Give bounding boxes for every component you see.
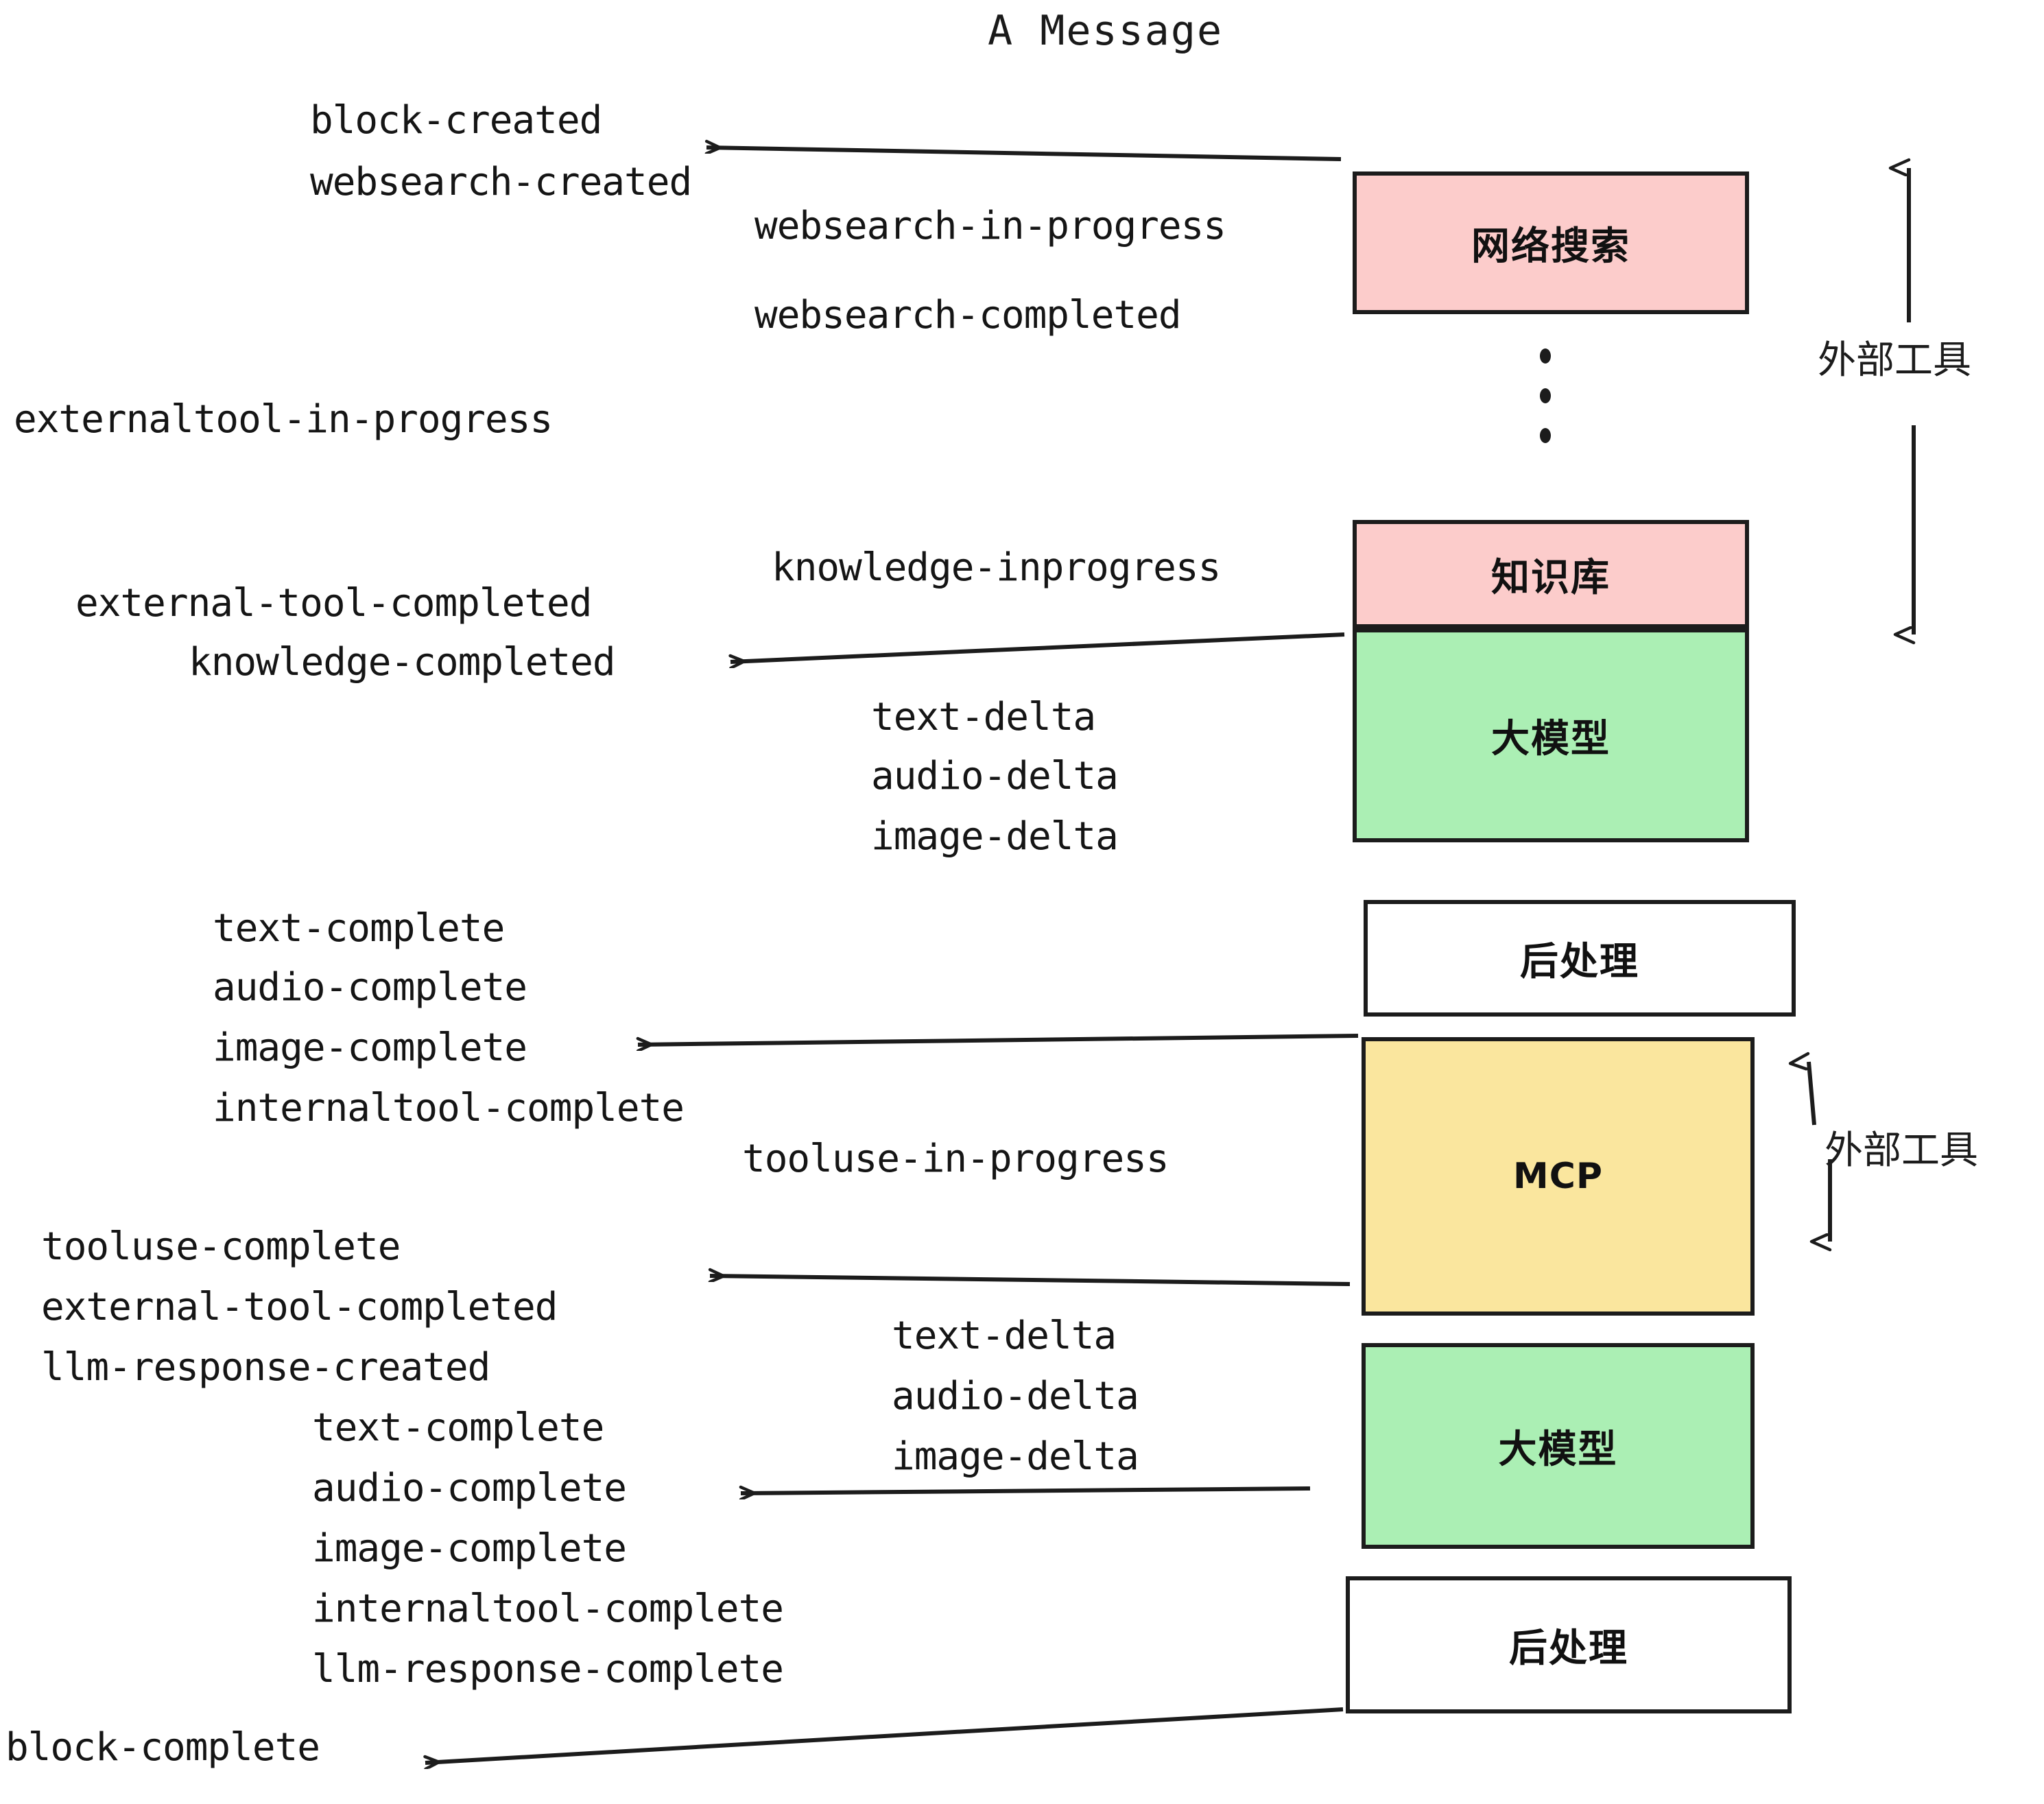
node-mcp[interactable]: MCP (1362, 1037, 1755, 1316)
event-image-delta-2: image-delta (892, 1434, 1139, 1479)
event-internaltool-complete-1: internaltool-complete (213, 1086, 685, 1130)
node-label: 知识库 (1491, 555, 1611, 600)
node-knowledge[interactable]: 知识库 (1353, 520, 1749, 628)
node-label: 网络搜索 (1471, 224, 1630, 269)
node-postprocess-2[interactable]: 后处理 (1346, 1576, 1792, 1713)
event-text-delta-2: text-delta (892, 1314, 1117, 1358)
group-label-external-tools-bottom: 外部工具 (1825, 1128, 1978, 1173)
node-llm-1[interactable]: 大模型 (1353, 628, 1749, 842)
arrow-postprocess2-to-block-complete (425, 1707, 1344, 1763)
event-websearch-completed: websearch-completed (754, 293, 1182, 337)
node-label: 后处理 (1509, 1626, 1628, 1671)
node-llm-2[interactable]: 大模型 (1362, 1343, 1755, 1549)
event-tooluse-complete: tooluse-complete (41, 1224, 401, 1269)
event-audio-complete-1: audio-complete (213, 965, 527, 1010)
event-image-complete-2: image-complete (312, 1526, 627, 1571)
event-external-tool-completed-1: external-tool-completed (75, 581, 592, 626)
event-audio-delta-1: audio-delta (871, 754, 1119, 798)
event-tooluse-in-progress: tooluse-in-progress (742, 1137, 1169, 1181)
event-llm-response-complete: llm-response-complete (312, 1647, 784, 1692)
node-websearch[interactable]: 网络搜索 (1353, 171, 1749, 314)
page-title: A Message (988, 7, 1224, 55)
event-audio-complete-2: audio-complete (312, 1466, 627, 1510)
event-image-complete-1: image-complete (213, 1025, 527, 1070)
event-internaltool-complete-2: internaltool-complete (312, 1587, 784, 1631)
arrow-external-tools-bottom-up (1809, 1062, 1816, 1126)
node-label: MCP (1512, 1156, 1604, 1197)
arrow-knowledge-to-completed (730, 632, 1345, 662)
arrow-websearch-to-created (706, 147, 1342, 161)
node-label: 后处理 (1520, 939, 1639, 984)
event-knowledge-inprogress: knowledge-inprogress (772, 545, 1221, 590)
arrow-llm1-to-image-complete (638, 1034, 1359, 1045)
event-image-delta-1: image-delta (871, 814, 1119, 859)
node-label: 大模型 (1498, 1427, 1618, 1472)
event-audio-delta-2: audio-delta (892, 1374, 1139, 1419)
event-websearch-in-progress: websearch-in-progress (754, 204, 1226, 248)
ellipsis-dot (1540, 388, 1551, 403)
ellipsis-dot (1540, 348, 1551, 364)
event-block-created: block-created (310, 98, 602, 143)
event-websearch-created: websearch-created (310, 160, 692, 204)
event-block-complete: block-complete (5, 1725, 320, 1770)
vertical-ellipsis (1540, 348, 1551, 468)
arrow-mcp-to-tooluse-complete (710, 1276, 1351, 1286)
event-llm-response-created: llm-response-created (41, 1345, 490, 1390)
group-label-external-tools-top: 外部工具 (1818, 338, 1971, 383)
event-external-tool-completed-2: external-tool-completed (41, 1285, 558, 1329)
event-text-complete-1: text-complete (213, 906, 505, 951)
event-knowledge-completed: knowledge-completed (189, 640, 616, 685)
node-label: 大模型 (1491, 716, 1611, 761)
node-postprocess-1[interactable]: 后处理 (1364, 900, 1796, 1017)
event-externaltool-in-progress: externaltool-in-progress (14, 397, 553, 442)
ellipsis-dot (1540, 428, 1551, 443)
event-text-complete-2: text-complete (312, 1405, 604, 1450)
arrow-llm2-to-audio-complete (741, 1488, 1311, 1493)
event-text-delta-1: text-delta (871, 695, 1096, 739)
